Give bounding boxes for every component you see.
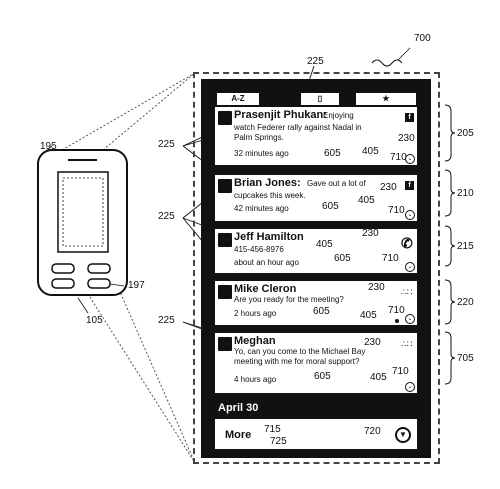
avatar <box>218 111 232 125</box>
timestamp: 2 hours ago <box>234 309 277 318</box>
expanded-screen-frame <box>193 72 440 464</box>
contact-name: Meghan <box>234 335 276 347</box>
expand-icon[interactable]: ⌄ <box>405 262 415 272</box>
expand-icon[interactable]: ⌄ <box>405 154 415 164</box>
ref-label: 205 <box>457 128 474 139</box>
expand-icon[interactable]: ▼ <box>395 427 411 443</box>
ref-label: 230 <box>398 133 415 144</box>
ref-label: 405 <box>358 195 375 206</box>
tab-book[interactable]: ▯ <box>300 92 340 106</box>
ref-label: 710 <box>390 152 407 163</box>
ref-label: 710 <box>382 253 399 264</box>
avatar <box>218 179 232 193</box>
ref-label: 405 <box>370 372 387 383</box>
timestamp: 42 minutes ago <box>234 204 289 213</box>
star-icon: ★ <box>382 94 390 103</box>
small-phone-screen <box>57 171 109 253</box>
tab-a-z[interactable]: A-Z <box>216 92 260 106</box>
timestamp: 32 minutes ago <box>234 149 289 158</box>
ref-label: 230 <box>380 182 397 193</box>
expand-icon[interactable]: ⌄ <box>405 314 415 324</box>
ref-label: 225 <box>158 139 175 150</box>
ref-label: 405 <box>316 239 333 250</box>
chat-icon: ∴∷ <box>401 287 413 297</box>
book-icon: ▯ <box>317 94 323 103</box>
date-header: April 30 <box>218 402 259 414</box>
timestamp: about an hour ago <box>234 258 299 267</box>
ref-label: 605 <box>314 371 331 382</box>
divider <box>203 222 429 231</box>
contact-card[interactable]: Jeff Hamilton 415-456-8976 about an hour… <box>214 228 418 274</box>
message-line: Enjoying <box>323 111 354 120</box>
figure-number: 700 <box>414 33 431 44</box>
contact-card[interactable]: Prasenjit Phukan: Enjoying watch Federer… <box>214 106 418 166</box>
ref-label: 210 <box>457 188 474 199</box>
tab-favorites[interactable]: ★ <box>355 92 417 106</box>
ref-label: 225 <box>158 315 175 326</box>
ref-label: 710 <box>392 366 409 377</box>
divider <box>203 166 429 175</box>
ref-label: 220 <box>457 297 474 308</box>
ref-label: 105 <box>86 315 103 326</box>
ref-label: 710 <box>388 205 405 216</box>
braces <box>444 104 456 385</box>
phone-icon: ✆ <box>401 235 413 251</box>
ref-label: 605 <box>324 148 341 159</box>
avatar <box>218 337 232 351</box>
contact-card[interactable]: Meghan Yo, can you come to the Michael B… <box>214 332 418 394</box>
avatar <box>218 285 232 299</box>
ref-label: 720 <box>364 426 381 437</box>
more-button[interactable]: More ▼ <box>214 418 418 450</box>
ref-label: 405 <box>362 146 379 157</box>
ref-label: 197 <box>128 280 145 291</box>
expand-icon[interactable]: ⌄ <box>405 210 415 220</box>
message-line: 415-456-8976 <box>234 245 284 254</box>
ref-label: 705 <box>457 353 474 364</box>
contact-name: Brian Jones: <box>234 177 301 189</box>
contact-name: Jeff Hamilton <box>234 231 304 243</box>
message-line: Palm Springs. <box>234 133 284 142</box>
contact-card[interactable]: Brian Jones: Gave out a lot of cupcakes … <box>214 174 418 222</box>
contact-name: Mike Cleron <box>234 283 297 295</box>
ref-label: 605 <box>313 306 330 317</box>
ref-label: 195 <box>40 141 57 152</box>
ref-label: 725 <box>270 436 287 447</box>
date-header-bar: April 30 <box>214 400 418 416</box>
message-line: cupcakes this week. <box>234 191 306 200</box>
avatar <box>218 233 232 247</box>
ref-label: 215 <box>457 241 474 252</box>
message-line: Gave out a lot of <box>307 179 366 188</box>
ref-label: 605 <box>334 253 351 264</box>
message-line: Yo, can you come to the Michael Bay <box>234 347 366 356</box>
ref-label: 225 <box>158 211 175 222</box>
divider <box>203 326 429 335</box>
ref-label: 405 <box>360 310 377 321</box>
expand-icon[interactable]: ⌄ <box>405 382 415 392</box>
more-label: More <box>225 429 252 441</box>
facebook-icon: f <box>405 181 414 190</box>
message-line: Are you ready for the meeting? <box>234 295 344 304</box>
message-line: watch Federer rally against Nadal in <box>234 123 362 132</box>
contact-card[interactable]: Mike Cleron Are you ready for the meetin… <box>214 280 418 326</box>
chat-icon: ∴∷ <box>401 339 413 349</box>
ref-label: 230 <box>362 228 379 239</box>
ref-label: 605 <box>322 201 339 212</box>
timestamp: 4 hours ago <box>234 375 277 384</box>
divider <box>203 274 429 283</box>
ref-label: 230 <box>364 337 381 348</box>
ref-label: 230 <box>368 282 385 293</box>
ref-label: 715 <box>264 424 281 435</box>
ref-label: 225 <box>307 56 324 67</box>
ref-label: 710 <box>388 305 405 316</box>
message-line: meeting with me for moral support? <box>234 357 360 366</box>
contact-name: Prasenjit Phukan: <box>234 109 327 121</box>
facebook-icon: f <box>405 113 414 122</box>
